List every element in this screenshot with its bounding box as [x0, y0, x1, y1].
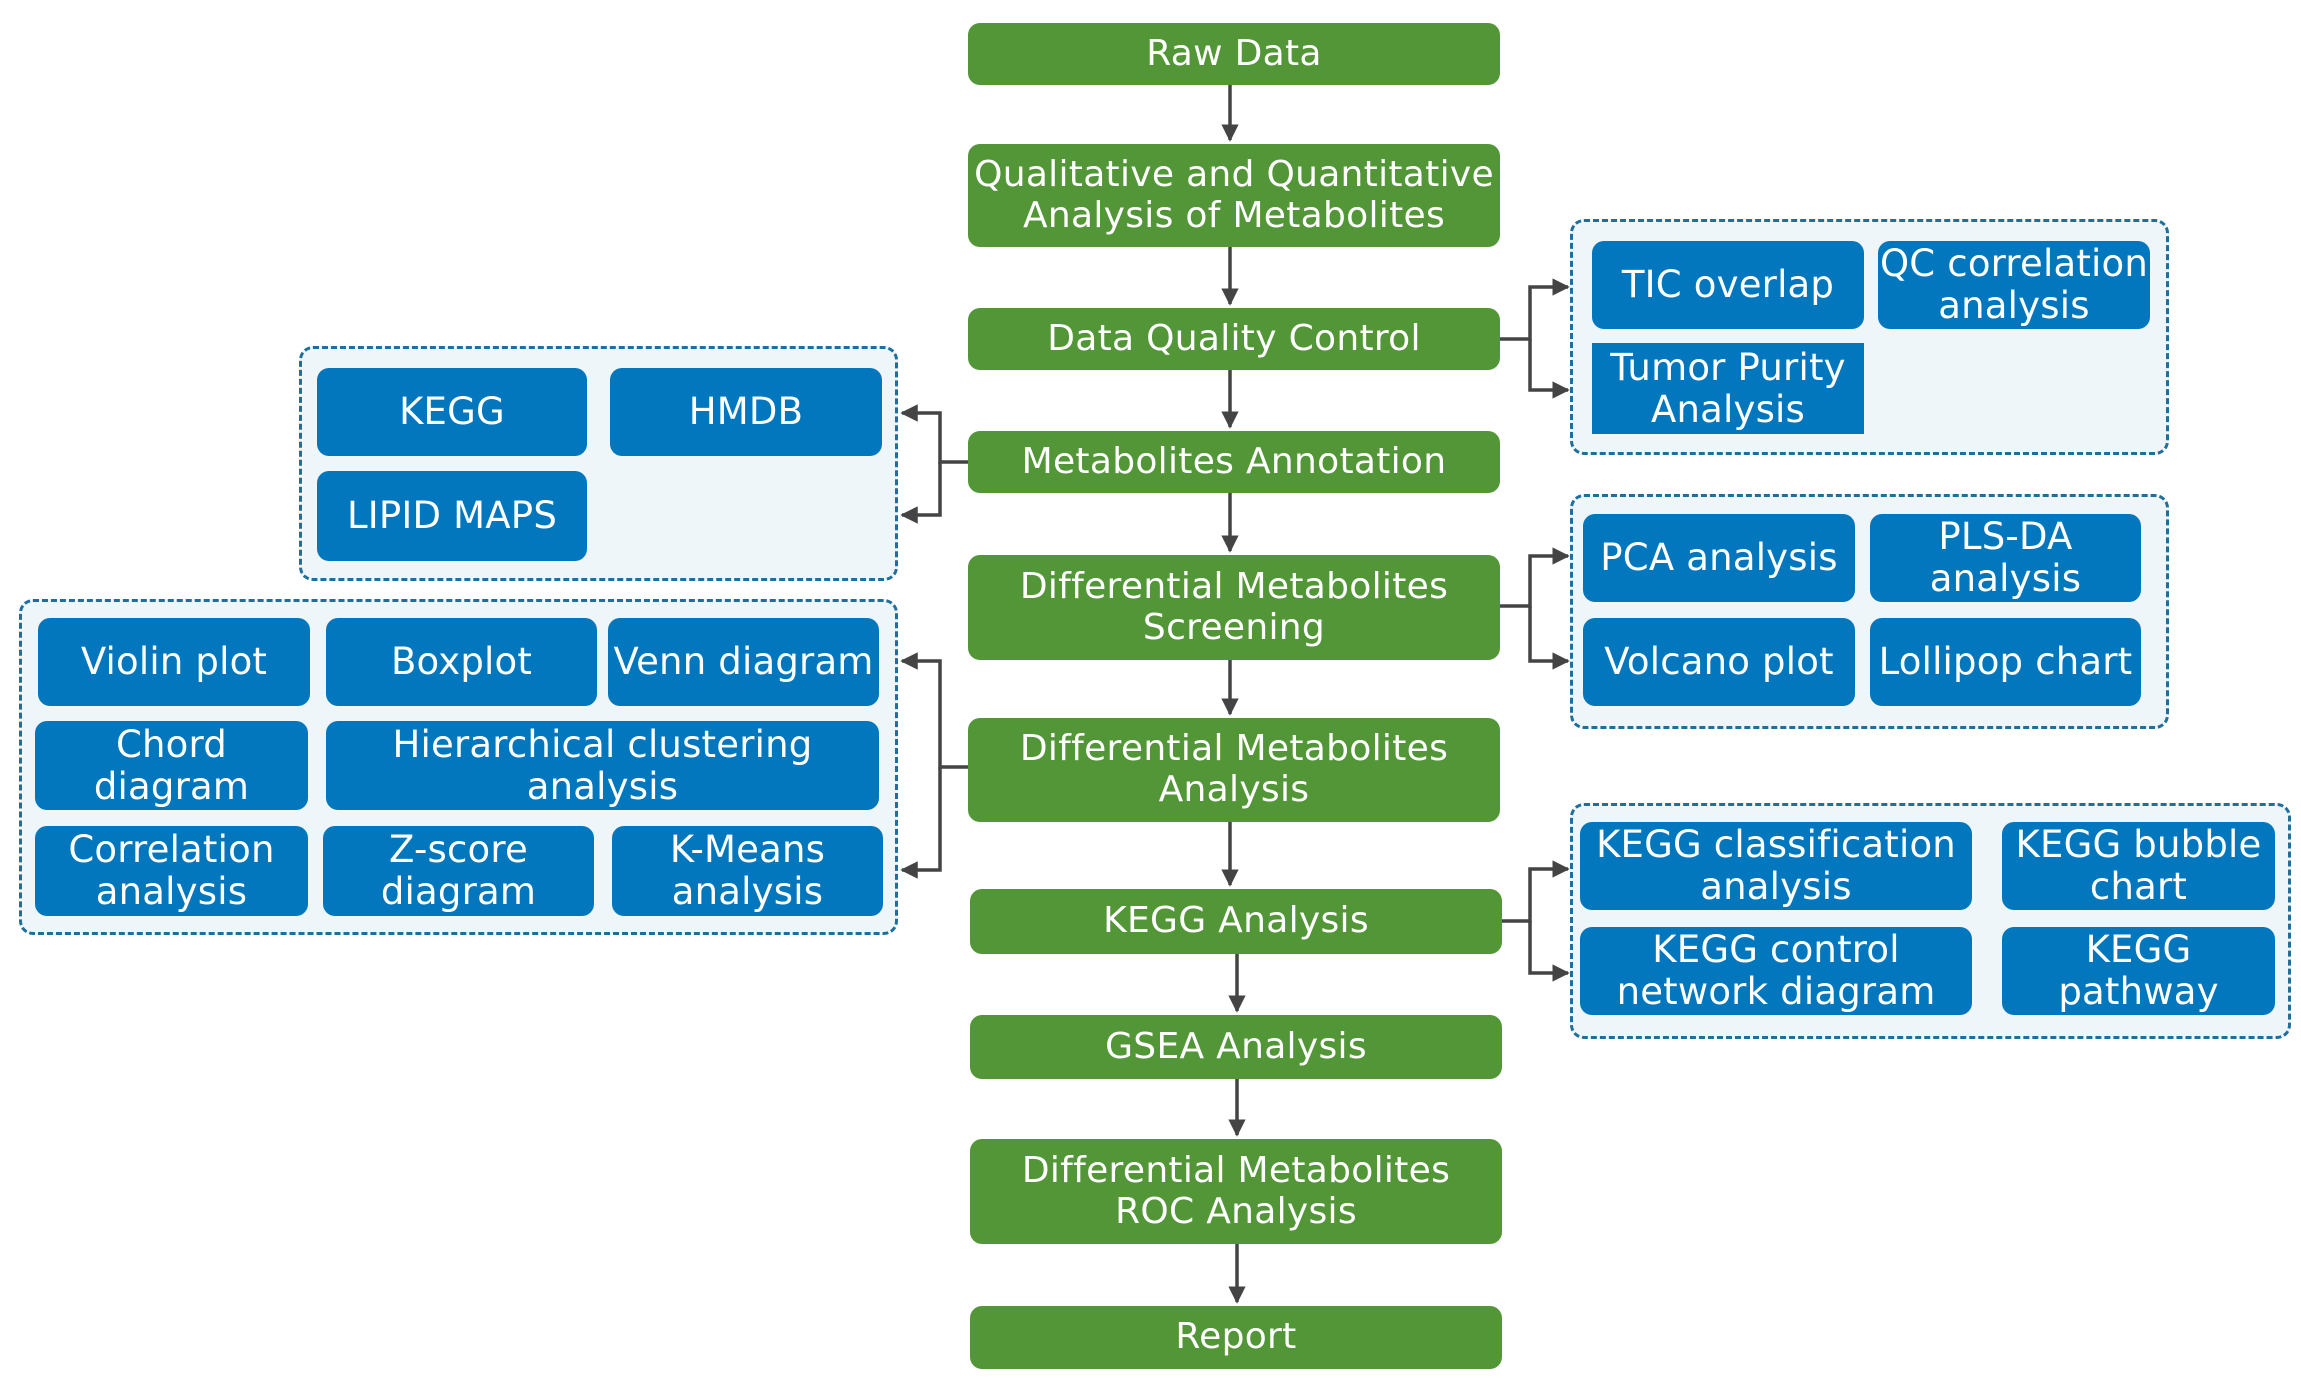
sub-lipid-maps[interactable]: LIPID MAPS — [317, 471, 587, 561]
step-report[interactable]: Report — [970, 1306, 1502, 1369]
step-data-quality-control[interactable]: Data Quality Control — [968, 308, 1500, 370]
sub-lollipop-chart[interactable]: Lollipop chart — [1870, 618, 2141, 706]
branch-annotation — [900, 404, 968, 464]
step-roc-analysis[interactable]: Differential Metabolites ROC Analysis — [970, 1139, 1502, 1244]
sub-kegg-pathway[interactable]: KEGG pathway — [2002, 927, 2275, 1015]
sub-violin-plot[interactable]: Violin plot — [38, 618, 310, 706]
sub-kegg-bubble-chart[interactable]: KEGG bubble chart — [2002, 822, 2275, 910]
step-metabolites-annotation[interactable]: Metabolites Annotation — [968, 431, 1500, 493]
branch-kegg — [1500, 860, 1570, 923]
branch-screening — [1500, 547, 1570, 608]
sub-tumor-purity[interactable]: Tumor Purity Analysis — [1592, 343, 1864, 434]
sub-kegg-control-network[interactable]: KEGG control network diagram — [1580, 927, 1972, 1015]
sub-pls-da-analysis[interactable]: PLS-DA analysis — [1870, 514, 2141, 602]
branch-qc-lower — [1528, 339, 1570, 399]
sub-hierarchical-clustering[interactable]: Hierarchical clustering analysis — [326, 721, 879, 810]
sub-hmdb[interactable]: HMDB — [610, 368, 882, 456]
branch-screening-lower — [1528, 606, 1570, 670]
branch-qc — [1500, 278, 1570, 341]
sub-tic-overlap[interactable]: TIC overlap — [1592, 241, 1864, 329]
step-differential-analysis[interactable]: Differential Metabolites Analysis — [968, 718, 1500, 822]
branch-kegg-lower — [1528, 921, 1570, 982]
sub-boxplot[interactable]: Boxplot — [326, 618, 597, 706]
step-kegg-analysis[interactable]: KEGG Analysis — [970, 889, 1502, 954]
step-differential-screening[interactable]: Differential Metabolites Screening — [968, 555, 1500, 660]
sub-pca-analysis[interactable]: PCA analysis — [1583, 514, 1855, 602]
sub-venn-diagram[interactable]: Venn diagram — [608, 618, 879, 706]
branch-annotation-lower — [900, 462, 942, 524]
step-gsea-analysis[interactable]: GSEA Analysis — [970, 1015, 1502, 1079]
sub-qc-correlation[interactable]: QC correlation analysis — [1878, 241, 2150, 329]
step-qualitative-quantitative[interactable]: Qualitative and Quantitative Analysis of… — [968, 144, 1500, 247]
sub-chord-diagram[interactable]: Chord diagram — [35, 721, 308, 810]
sub-k-means-analysis[interactable]: K-Means analysis — [612, 826, 883, 916]
branch-analysis — [900, 652, 968, 769]
sub-z-score-diagram[interactable]: Z-score diagram — [323, 826, 594, 916]
branch-analysis-lower — [900, 767, 942, 879]
sub-correlation-analysis[interactable]: Correlation analysis — [35, 826, 308, 916]
sub-kegg-database[interactable]: KEGG — [317, 368, 587, 456]
sub-kegg-classification[interactable]: KEGG classification analysis — [1580, 822, 1972, 910]
sub-volcano-plot[interactable]: Volcano plot — [1583, 618, 1855, 706]
step-raw-data[interactable]: Raw Data — [968, 23, 1500, 85]
